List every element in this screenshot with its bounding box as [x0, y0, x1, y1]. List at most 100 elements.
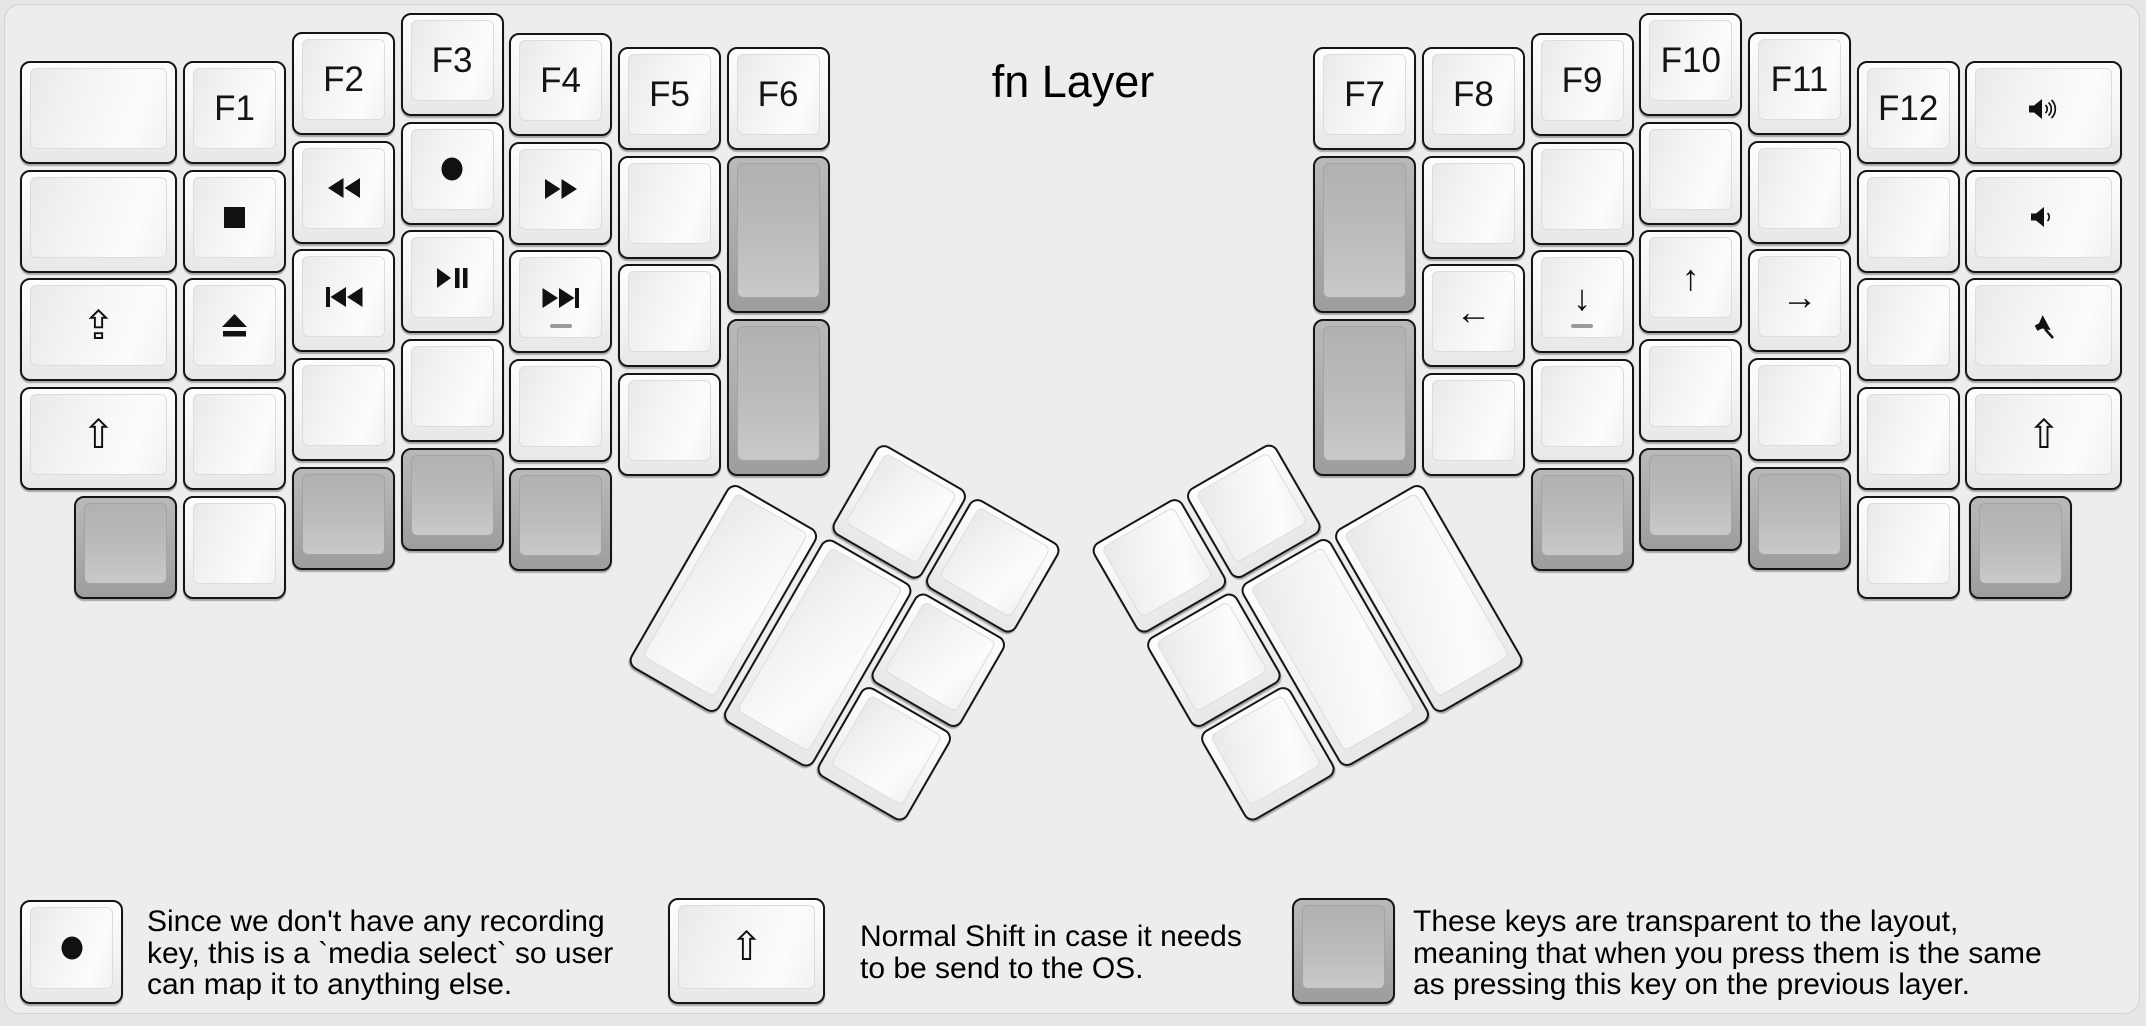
key-blank[interactable]	[1856, 278, 1960, 382]
key-arrow-right[interactable]: →	[1748, 249, 1851, 353]
legend-text-record: Since we don't have any recording key, t…	[147, 905, 614, 1001]
key-transparent[interactable]	[1748, 466, 1851, 570]
key-transparent[interactable]	[1639, 447, 1743, 551]
stop-icon	[222, 205, 247, 230]
arrow-right-icon: →	[1781, 275, 1818, 317]
key-arrow-down[interactable]: ↓	[1530, 250, 1634, 354]
key-blank[interactable]	[1856, 495, 1960, 599]
key-transparent[interactable]	[74, 495, 178, 599]
key-blank[interactable]	[20, 169, 177, 273]
key-blank[interactable]	[183, 495, 286, 599]
key-f8[interactable]: F8	[1421, 47, 1525, 150]
key-volume-down[interactable]	[1965, 169, 2123, 273]
prev-track-icon	[324, 285, 364, 309]
legend-text-transparent: These keys are transparent to the layout…	[1413, 905, 2042, 1001]
key-f5[interactable]: F5	[618, 47, 721, 150]
key-record[interactable]	[400, 121, 504, 225]
key-blank[interactable]	[509, 359, 612, 463]
key-f2[interactable]: F2	[292, 32, 395, 135]
key-transparent[interactable]	[1969, 495, 2072, 599]
volume-up-icon	[2027, 96, 2061, 122]
arrow-up-icon: ↑	[1681, 256, 1700, 298]
key-volume-up[interactable]	[1965, 61, 2123, 164]
key-f11[interactable]: F11	[1748, 32, 1851, 135]
key-transparent[interactable]	[509, 467, 612, 571]
mute-icon	[2029, 311, 2059, 341]
key-blank[interactable]	[400, 339, 504, 443]
key-blank[interactable]	[618, 264, 721, 368]
key-blank[interactable]	[1421, 373, 1525, 477]
key-label: F10	[1660, 41, 1721, 80]
key-transparent[interactable]	[292, 466, 395, 570]
legend-text-shift: Normal Shift in case it needs to be send…	[860, 920, 1242, 985]
key-next-track[interactable]	[509, 250, 612, 354]
key-f4[interactable]: F4	[509, 33, 612, 136]
key-f1[interactable]: F1	[183, 61, 286, 164]
key-f3[interactable]: F3	[400, 13, 504, 116]
key-transparent[interactable]	[400, 447, 504, 551]
key-f6[interactable]: F6	[726, 47, 830, 150]
homing-bar	[549, 324, 572, 329]
key-transparent[interactable]	[1313, 318, 1416, 476]
shift-icon: ⇧	[2027, 412, 2061, 457]
key-label: F3	[431, 41, 473, 80]
key-label: F5	[649, 75, 690, 114]
record-icon	[440, 157, 464, 181]
key-transparent[interactable]	[726, 318, 830, 476]
key-transparent[interactable]	[1313, 155, 1416, 313]
shift-icon: ⇧	[729, 925, 764, 969]
volume-down-icon	[2027, 204, 2061, 230]
key-blank[interactable]	[1856, 169, 1960, 273]
key-f12[interactable]: F12	[1856, 61, 1960, 164]
key-label: F11	[1770, 60, 1829, 99]
key-label: F1	[214, 89, 255, 128]
arrow-left-icon: ←	[1455, 290, 1492, 332]
eject-icon	[221, 313, 248, 339]
key-blank[interactable]	[1530, 359, 1634, 463]
key-f10[interactable]: F10	[1639, 13, 1743, 116]
key-blank[interactable]	[1856, 387, 1960, 491]
key-label: F7	[1344, 75, 1385, 114]
key-label: F9	[1561, 61, 1603, 100]
key-blank[interactable]	[1748, 358, 1851, 462]
page-title: fn Layer	[991, 56, 1155, 107]
key-f7[interactable]: F7	[1313, 47, 1416, 150]
key-play-pause[interactable]	[400, 230, 504, 334]
key-mute[interactable]	[1965, 278, 2123, 382]
key-prev-track[interactable]	[292, 249, 395, 353]
key-blank[interactable]	[1421, 155, 1525, 259]
next-track-icon	[541, 286, 581, 310]
key-label: F12	[1878, 89, 1939, 128]
key-blank[interactable]	[618, 155, 721, 259]
key-fast-forward[interactable]	[509, 141, 612, 245]
key-blank[interactable]	[1639, 339, 1743, 443]
key-label: F4	[540, 61, 581, 100]
key-blank[interactable]	[1639, 121, 1743, 225]
key-blank[interactable]	[183, 387, 286, 491]
key-stop[interactable]	[183, 169, 286, 273]
key-label: F8	[1452, 75, 1494, 114]
key-transparent[interactable]	[1530, 467, 1634, 571]
key-blank[interactable]	[20, 61, 177, 164]
key-arrow-left[interactable]: ←	[1421, 264, 1525, 368]
key-label: F2	[323, 60, 364, 99]
key-blank[interactable]	[292, 358, 395, 462]
caps-lock-icon: ⇪	[81, 303, 116, 348]
key-rewind[interactable]	[292, 140, 395, 244]
key-f9[interactable]: F9	[1530, 33, 1634, 136]
legend-sample-key	[1292, 898, 1395, 1004]
play-pause-icon	[435, 265, 469, 291]
legend-sample-key	[20, 900, 123, 1004]
key-caps-lock[interactable]: ⇪	[20, 278, 177, 382]
key-blank[interactable]	[1748, 140, 1851, 244]
key-eject[interactable]	[183, 278, 286, 382]
key-transparent[interactable]	[726, 155, 830, 313]
key-shift[interactable]: ⇧	[20, 387, 177, 491]
homing-bar	[1571, 324, 1594, 329]
key-blank[interactable]	[1530, 141, 1634, 245]
key-shift[interactable]: ⇧	[1965, 387, 2123, 491]
legend-sample-key: ⇧	[668, 898, 825, 1004]
key-blank[interactable]	[618, 373, 721, 477]
key-arrow-up[interactable]: ↑	[1639, 230, 1743, 334]
